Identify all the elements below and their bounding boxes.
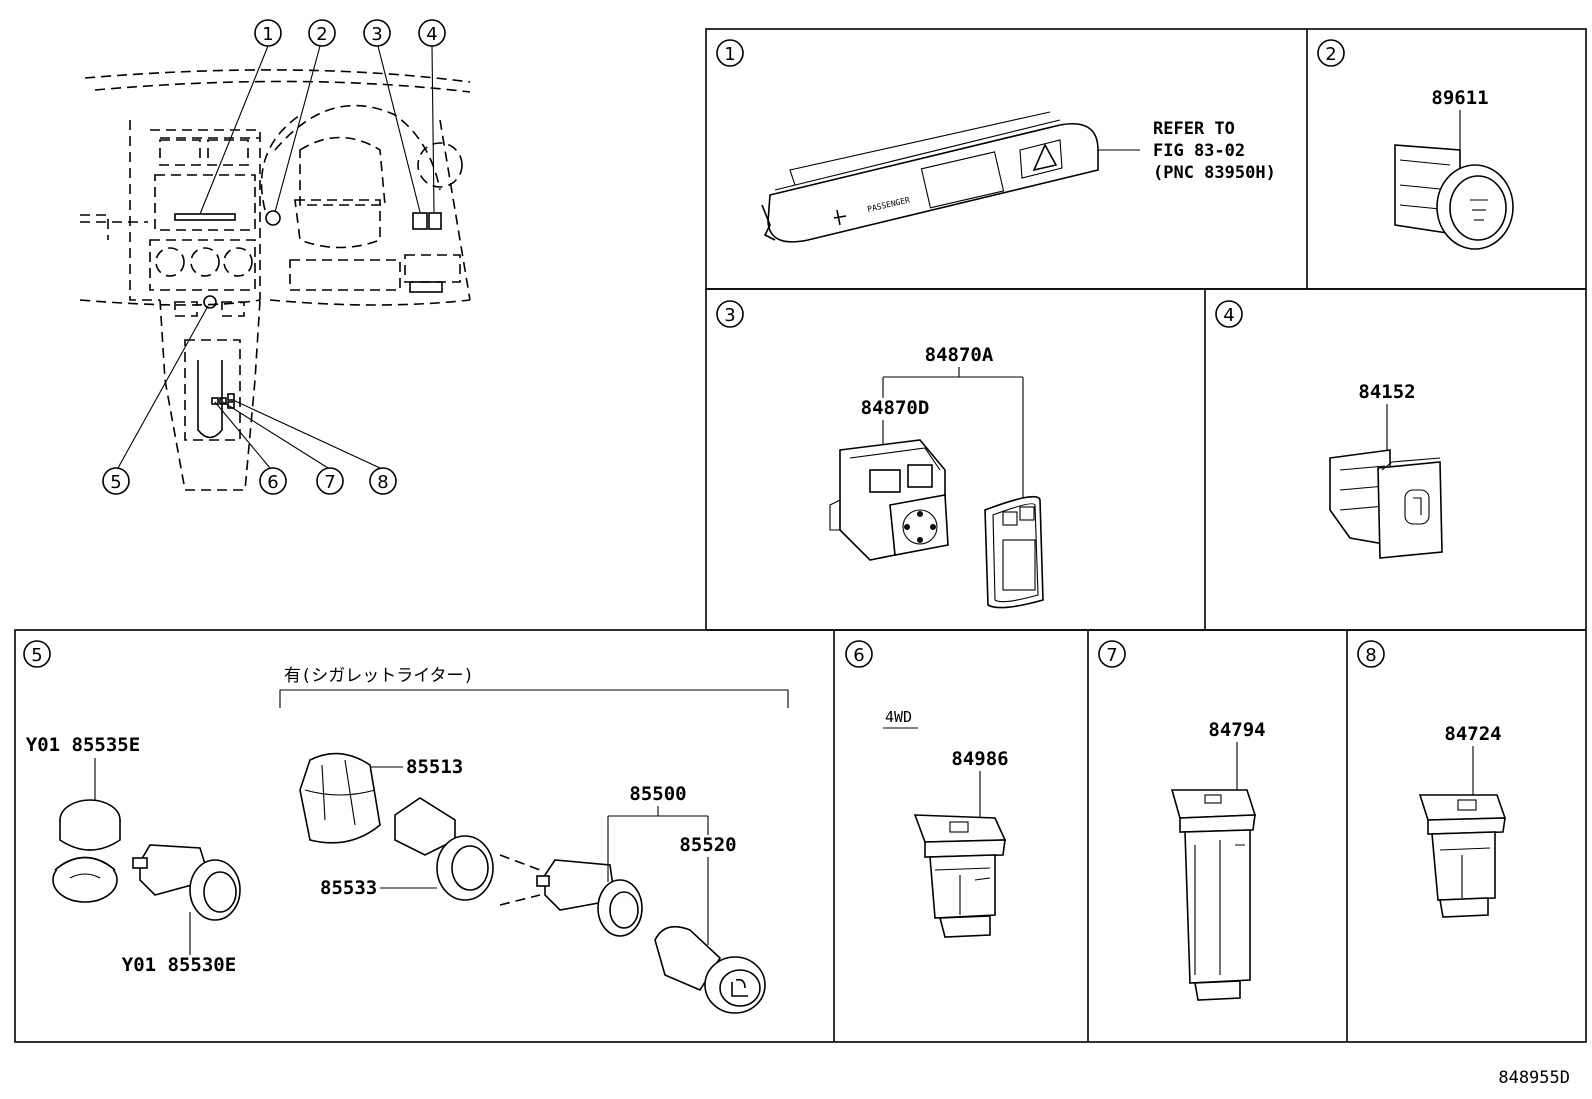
part-84794-label: 84794 bbox=[1208, 719, 1265, 741]
refer-to-line-3: (PNC 83950H) bbox=[1153, 163, 1276, 183]
switch-84152-illustration bbox=[1329, 449, 1443, 559]
svg-text:6: 6 bbox=[853, 645, 864, 666]
part-84870A-label: 84870A bbox=[925, 344, 994, 366]
svg-text:4: 4 bbox=[1223, 305, 1234, 326]
panel-6-number: 6 bbox=[845, 640, 873, 668]
svg-text:1: 1 bbox=[724, 44, 735, 65]
overview-callout-1: 1 bbox=[254, 19, 282, 47]
svg-text:5: 5 bbox=[31, 645, 42, 666]
panel-6: 6 4WD 84986 bbox=[845, 640, 1009, 938]
svg-text:7: 7 bbox=[324, 472, 335, 493]
part-84152-label: 84152 bbox=[1358, 381, 1415, 403]
overview-callout-4: 4 bbox=[418, 19, 446, 47]
panel-frames bbox=[14, 28, 1587, 1043]
overview-callout-6: 6 bbox=[259, 467, 287, 495]
lighter-bracket-illustration bbox=[299, 752, 381, 844]
lighter-plug-illustration bbox=[654, 925, 766, 1014]
panel-8-number: 8 bbox=[1357, 640, 1385, 668]
svg-text:6: 6 bbox=[267, 472, 278, 493]
dashboard-overview bbox=[79, 45, 471, 491]
switch-panel-illustration: PASSENGER bbox=[761, 111, 1099, 243]
overview-callout-2: 2 bbox=[308, 19, 336, 47]
svg-text:8: 8 bbox=[1365, 645, 1376, 666]
refer-to-line-1: REFER TO bbox=[1153, 119, 1235, 139]
svg-text:2: 2 bbox=[1325, 44, 1336, 65]
panel-8: 8 84724 bbox=[1357, 640, 1507, 918]
figure-code: 848955D bbox=[1498, 1068, 1570, 1088]
panel-3-number: 3 bbox=[716, 300, 744, 328]
part-85533-label: 85533 bbox=[320, 877, 377, 899]
power-outlet-illustration bbox=[132, 844, 241, 921]
socket-cover-illustration bbox=[52, 799, 121, 903]
svg-text:8: 8 bbox=[377, 472, 388, 493]
switch-bezel-illustration bbox=[984, 495, 1044, 609]
overview-callout-7: 7 bbox=[316, 467, 344, 495]
panel-2-number: 2 bbox=[1317, 39, 1345, 67]
panel-4-number: 4 bbox=[1215, 300, 1243, 328]
svg-text:2: 2 bbox=[316, 24, 327, 45]
panel-1-number: 1 bbox=[716, 39, 744, 67]
svg-text:5: 5 bbox=[110, 472, 121, 493]
overview-callout-3: 3 bbox=[363, 19, 391, 47]
part-85520-label: 85520 bbox=[679, 834, 736, 856]
part-85513-label: 85513 bbox=[406, 756, 463, 778]
part-84870D-label: 84870D bbox=[861, 397, 930, 419]
panel-5: 5 有(シガレットライター) Y01 85535E Y01 85530E 855… bbox=[23, 640, 789, 1014]
part-Y01-85530E-label: Y01 85530E bbox=[122, 954, 236, 976]
start-button-illustration bbox=[1394, 144, 1514, 250]
panel-1: 1 PASSENGER REFER TO FIG 83-02 (PNC 8395… bbox=[716, 39, 1276, 243]
overview-callout-8: 8 bbox=[369, 467, 397, 495]
svg-text:7: 7 bbox=[1106, 645, 1117, 666]
mirror-switch-illustration bbox=[829, 439, 949, 561]
panel-4: 4 84152 bbox=[1215, 300, 1443, 559]
svg-text:3: 3 bbox=[371, 24, 382, 45]
lighter-ring-illustration bbox=[394, 797, 494, 901]
overview-callout-5: 5 bbox=[102, 467, 130, 495]
cigarette-lighter-note: 有(シガレットライター) bbox=[284, 666, 474, 686]
panel-7-number: 7 bbox=[1098, 640, 1126, 668]
svg-text:4: 4 bbox=[426, 24, 437, 45]
4wd-note: 4WD bbox=[885, 708, 912, 726]
refer-to-line-2: FIG 83-02 bbox=[1153, 141, 1245, 161]
panel-7: 7 84794 bbox=[1098, 640, 1266, 1001]
switch-84986-illustration bbox=[913, 814, 1007, 938]
switch-84724-illustration bbox=[1418, 794, 1507, 918]
svg-text:3: 3 bbox=[724, 305, 735, 326]
panel-5-number: 5 bbox=[23, 640, 51, 668]
switch-84794-illustration bbox=[1170, 789, 1257, 1001]
panel-2: 2 89611 bbox=[1317, 39, 1514, 250]
part-84986-label: 84986 bbox=[951, 748, 1008, 770]
part-85500-label: 85500 bbox=[629, 783, 686, 805]
panel-3: 3 84870A 84870D bbox=[716, 300, 1044, 609]
part-89611-label: 89611 bbox=[1431, 87, 1488, 109]
svg-text:1: 1 bbox=[262, 24, 273, 45]
lighter-socket-illustration bbox=[536, 859, 643, 937]
part-84724-label: 84724 bbox=[1444, 723, 1501, 745]
part-Y01-85535E-label: Y01 85535E bbox=[26, 734, 140, 756]
